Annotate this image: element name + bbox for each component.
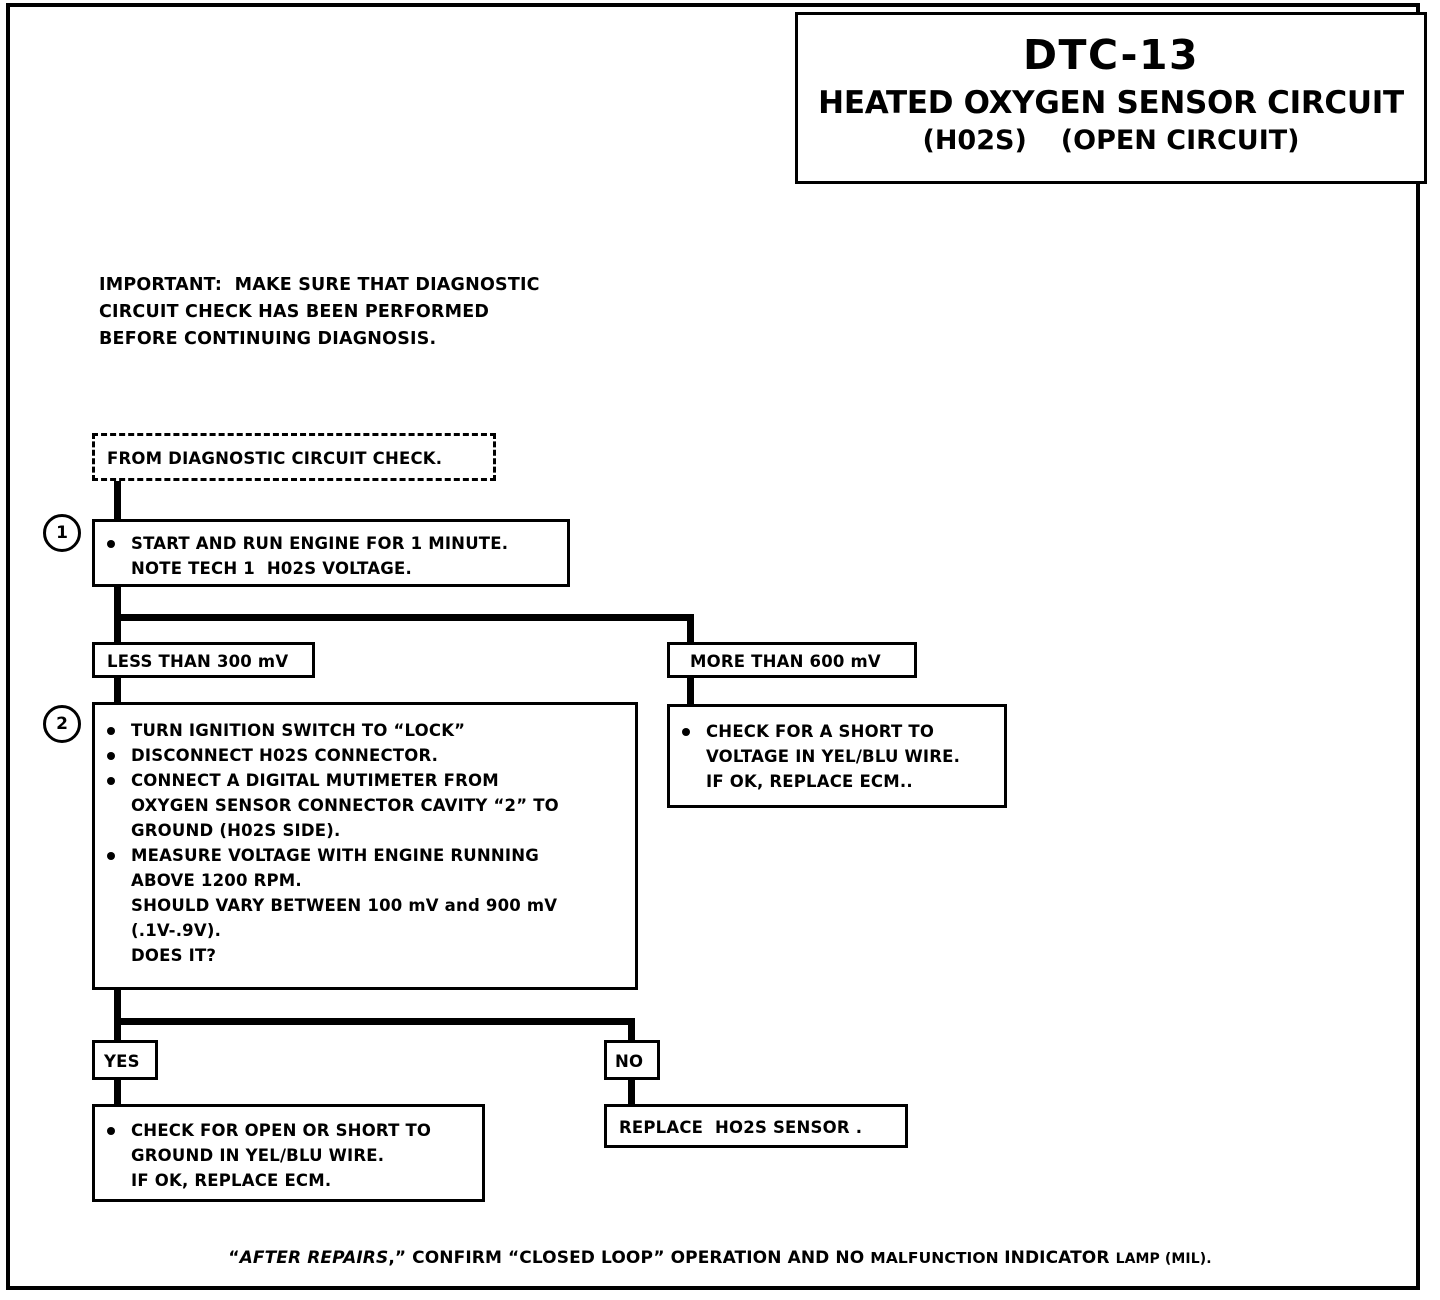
connector-branch-high-down	[687, 676, 694, 704]
connector-yesno-split-bar	[114, 1018, 635, 1025]
branch-high-label: MORE THAN 600 mV	[690, 652, 881, 671]
list-item: TURN IGNITION SWITCH TO “LOCK”	[95, 718, 635, 743]
branch-high-box: MORE THAN 600 mV	[667, 642, 917, 678]
list-item: START AND RUN ENGINE FOR 1 MINUTE. NOTE …	[95, 531, 567, 581]
no-branch-label: NO	[615, 1052, 644, 1071]
yes-result-box: CHECK FOR OPEN OR SHORT TO GROUND IN YEL…	[92, 1104, 485, 1202]
connector-to-no	[628, 1018, 635, 1042]
footer-open-quote: “	[228, 1248, 240, 1268]
list-item: CHECK FOR OPEN OR SHORT TO GROUND IN YEL…	[95, 1118, 482, 1193]
title-line-subtitle: (H02S) (OPEN CIRCUIT)	[798, 127, 1424, 154]
step-number-2: 2	[43, 705, 81, 743]
connector-step2-down	[114, 990, 121, 1022]
yes-branch-label: YES	[104, 1052, 140, 1071]
connector-step1-down	[114, 587, 121, 620]
connector-to-branch-low	[114, 614, 121, 644]
start-node-label: FROM DIAGNOSTIC CIRCUIT CHECK.	[107, 449, 443, 468]
branch-high-result-list: CHECK FOR A SHORT TO VOLTAGE IN YEL/BLU …	[670, 719, 1004, 794]
footer-malfunction-text: MALFUNCTION	[870, 1249, 1005, 1267]
list-item: CONNECT A DIGITAL MUTIMETER FROM OXYGEN …	[95, 768, 635, 843]
step-number-1: 1	[43, 514, 81, 552]
connector-to-branch-high	[687, 614, 694, 644]
footer-after-repairs: AFTER REPAIRS	[239, 1248, 389, 1268]
footer-note: “AFTER REPAIRS,” CONFIRM “CLOSED LOOP” O…	[0, 1248, 1440, 1268]
no-branch-box: NO	[604, 1040, 660, 1080]
connector-yes-down	[114, 1078, 121, 1106]
connector-branch-low-down	[114, 676, 121, 704]
step1-box: START AND RUN ENGINE FOR 1 MINUTE. NOTE …	[92, 519, 570, 587]
no-result-label: REPLACE HO2S SENSOR .	[619, 1118, 863, 1137]
start-node-from-diagnostic-circuit-check: FROM DIAGNOSTIC CIRCUIT CHECK.	[92, 433, 496, 481]
yes-result-list: CHECK FOR OPEN OR SHORT TO GROUND IN YEL…	[95, 1118, 482, 1193]
title-line-circuit-name: HEATED OXYGEN SENSOR CIRCUIT	[818, 85, 1404, 121]
page-border	[6, 3, 1420, 1290]
step2-box: TURN IGNITION SWITCH TO “LOCK” DISCONNEC…	[92, 702, 638, 990]
footer-main-text: ,” CONFIRM “CLOSED LOOP” OPERATION AND N…	[388, 1248, 871, 1268]
connector-no-down	[628, 1078, 635, 1106]
list-item: MEASURE VOLTAGE WITH ENGINE RUNNING ABOV…	[95, 843, 635, 968]
dtc-code: DTC-13	[1022, 31, 1200, 79]
list-item: CHECK FOR A SHORT TO VOLTAGE IN YEL/BLU …	[670, 719, 1004, 794]
branch-low-label: LESS THAN 300 mV	[107, 652, 289, 671]
branch-high-result-box: CHECK FOR A SHORT TO VOLTAGE IN YEL/BLU …	[667, 704, 1007, 808]
branch-low-box: LESS THAN 300 mV	[92, 642, 315, 678]
connector-split-bar	[114, 614, 694, 621]
no-result-box: REPLACE HO2S SENSOR .	[604, 1104, 908, 1148]
step2-list: TURN IGNITION SWITCH TO “LOCK” DISCONNEC…	[95, 718, 635, 968]
important-note: IMPORTANT: MAKE SURE THAT DIAGNOSTIC CIR…	[99, 275, 540, 349]
connector-to-yes	[114, 1018, 121, 1042]
connector-start-to-step1	[114, 481, 121, 521]
yes-branch-box: YES	[92, 1040, 158, 1080]
list-item: DISCONNECT H02S CONNECTOR.	[95, 743, 635, 768]
step1-list: START AND RUN ENGINE FOR 1 MINUTE. NOTE …	[95, 531, 567, 581]
footer-indicator-text: INDICATOR	[1004, 1248, 1116, 1268]
title-sensor-abbrev: (H02S)	[922, 125, 1027, 156]
footer-lamp-text: LAMP (MIL).	[1115, 1251, 1212, 1267]
title-fault-type: (OPEN CIRCUIT)	[1060, 125, 1300, 156]
title-block: DTC-13 HEATED OXYGEN SENSOR CIRCUIT (H02…	[795, 12, 1427, 184]
